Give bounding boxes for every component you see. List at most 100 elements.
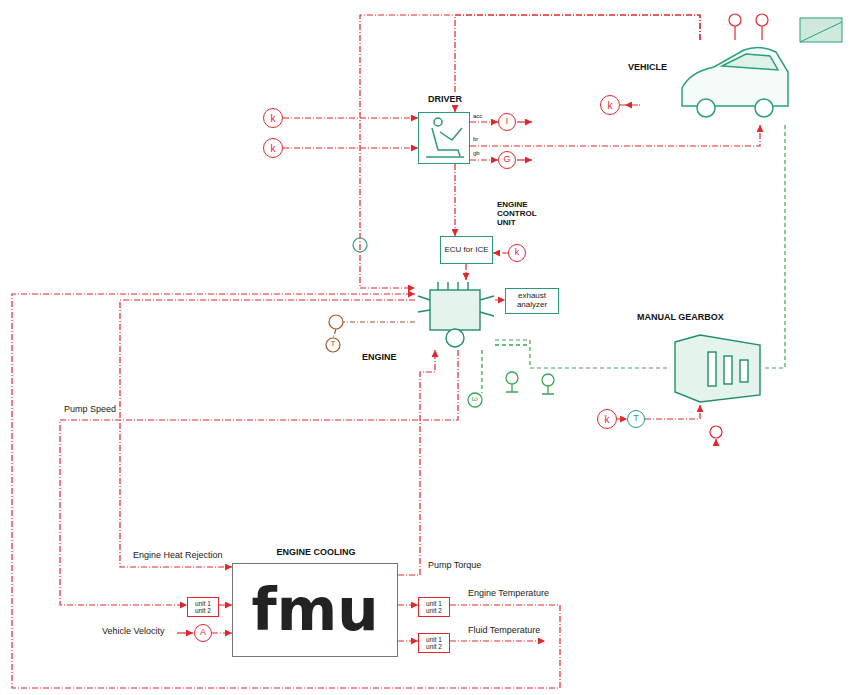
- thermal-port: [333, 322, 415, 338]
- port-label: acc: [473, 113, 482, 120]
- signal-line: [120, 300, 415, 567]
- signal-line: [454, 164, 455, 236]
- signal-line: [495, 299, 505, 300]
- shaft-sensor: [506, 372, 518, 384]
- thermal-sensor: [326, 338, 340, 352]
- torque-source: T: [627, 410, 645, 428]
- signal-line: [398, 640, 418, 641]
- port-label: gb: [473, 150, 480, 157]
- block-text: unit 1 unit 2: [191, 600, 215, 614]
- gear-input: [715, 439, 716, 446]
- vehicle-sensor: [761, 26, 762, 40]
- shaft-sensor: [468, 393, 482, 407]
- output-sink: G: [498, 151, 516, 169]
- vehicle-icon: [697, 99, 715, 117]
- parameter-letter: I: [506, 117, 509, 127]
- signal-label: Engine Temperature: [468, 589, 549, 599]
- parameter-letter: k: [271, 113, 276, 124]
- signal-line: [620, 104, 640, 105]
- vehicle-sensor: [756, 14, 768, 26]
- signal-label: Fluid Temperature: [468, 626, 540, 636]
- unit-converter: unit 1 unit 2: [418, 633, 450, 653]
- thermal-port: [333, 329, 336, 338]
- output-sink: I: [498, 113, 516, 131]
- driver-icon: [426, 156, 464, 158]
- road-icon: [800, 18, 842, 42]
- signal-label: Pump Torque: [428, 561, 481, 571]
- engine-block: ENGINE: [415, 280, 495, 350]
- signal-line: [645, 405, 700, 419]
- signal-line: [470, 121, 498, 122]
- signal-line: [212, 632, 232, 633]
- vehicle-icon: [755, 99, 773, 117]
- parameter-letter: k: [608, 100, 613, 111]
- shaft-sensor: [481, 350, 482, 393]
- signal-line: [283, 117, 418, 118]
- block-heading: ENGINE COOLING: [233, 547, 399, 557]
- block-heading: MANUAL GEARBOX: [637, 312, 747, 322]
- engine-control-unit: ENGINE CONTROL UNITECU for ICE: [440, 236, 493, 264]
- vehicle-icon: [682, 47, 788, 106]
- gearbox-icon: [724, 356, 732, 384]
- gearbox-icon: [675, 335, 760, 402]
- engine-icon: [437, 282, 438, 290]
- block-text: unit 1 unit 2: [422, 600, 446, 614]
- shaft-sensor: [468, 345, 554, 407]
- gearbox-icon: [675, 335, 760, 402]
- fmu-block: ENGINE COOLINGfmu: [232, 563, 398, 657]
- engine-icon: [430, 290, 480, 330]
- signal-line: [617, 418, 627, 419]
- signal-line: [398, 604, 418, 605]
- signal-arrow: [450, 640, 545, 641]
- signal-line: [360, 15, 700, 288]
- driver-icon: [426, 118, 464, 157]
- block-text: exhaust analyzer: [506, 292, 558, 310]
- signal-label: Pump Speed: [64, 405, 116, 415]
- driver-icon: [432, 128, 460, 156]
- signal-line: [283, 147, 418, 148]
- shaft-sensor: [542, 374, 554, 386]
- vehicle-icon: [722, 54, 778, 70]
- unit-converter: unit 1 unit 2: [418, 597, 450, 617]
- block-text: ECU for ICE: [444, 246, 488, 255]
- vehicle-sensor: [729, 14, 741, 26]
- shaft-sensor: [506, 384, 554, 394]
- parameter-letter: T: [633, 414, 639, 424]
- output-arrow: [517, 121, 532, 122]
- signal-line: [493, 252, 508, 253]
- sensor-letter: ω: [472, 395, 478, 404]
- parameter-letter: k: [515, 248, 520, 258]
- signal-label: Engine Heat Rejection: [133, 551, 223, 561]
- driver-icon: [434, 118, 442, 126]
- signal-source: A: [194, 624, 212, 642]
- engine-icon: [418, 296, 494, 316]
- engine-icon: [446, 329, 464, 347]
- engine-icon: [457, 282, 458, 290]
- vehicle-sensor: [729, 14, 768, 40]
- constant-source: k: [508, 244, 526, 262]
- shaft-sensor: [495, 344, 530, 345]
- signal-line: [219, 604, 232, 605]
- engine-icon: [467, 282, 468, 290]
- thermal-sensor: [326, 315, 343, 352]
- thermal-port: [343, 321, 415, 322]
- block-heading: DRIVER: [419, 94, 471, 104]
- vehicle-block: VEHICLE: [625, 40, 790, 125]
- constant-source: k: [597, 409, 617, 429]
- gear-input: [710, 426, 722, 446]
- vehicle-icon: [682, 47, 788, 117]
- sensor-letter: T: [331, 340, 336, 349]
- parameter-letter: G: [503, 155, 510, 165]
- block-heading: ENGINE: [362, 352, 412, 362]
- parameter-letter: k: [605, 414, 610, 425]
- mechanical-link: [765, 125, 785, 368]
- constant-source: k: [600, 95, 620, 115]
- signal-arrow: [177, 632, 193, 633]
- vehicle-sensor: [734, 26, 735, 40]
- exhaust-analyzer: exhaust analyzer: [505, 288, 559, 314]
- output-arrow: [517, 122, 532, 160]
- road-icon: [800, 18, 842, 42]
- block-heading: ENGINE CONTROL UNIT: [497, 200, 551, 228]
- signal-line: [465, 264, 466, 280]
- signal-line: [12, 294, 560, 688]
